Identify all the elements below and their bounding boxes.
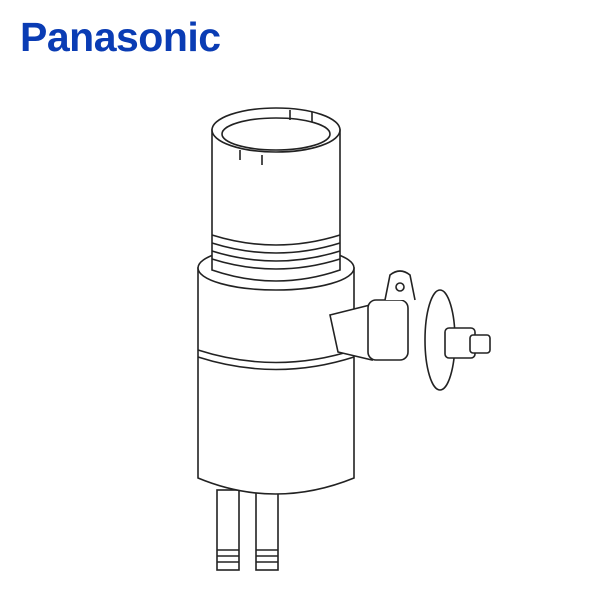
main-body (197, 267, 355, 495)
outlet-pipe-right (255, 489, 279, 571)
brand-logo: Panasonic (20, 14, 221, 60)
outlet-pipe-left (216, 489, 240, 571)
side-valve-body (329, 303, 373, 362)
